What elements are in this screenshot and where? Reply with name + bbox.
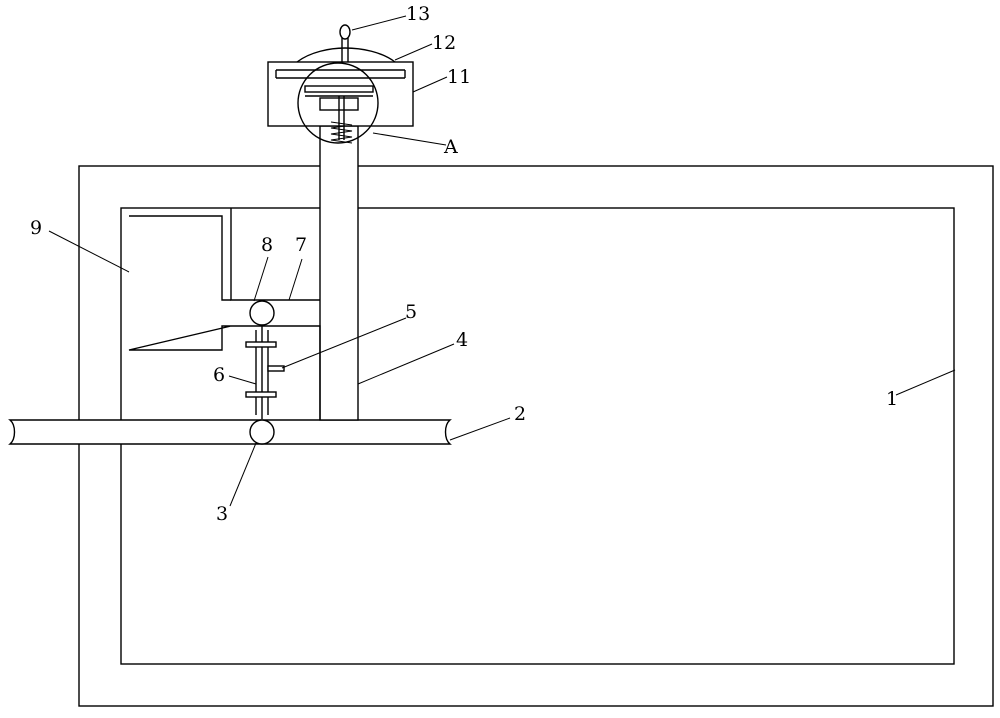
detail-a [297, 62, 379, 144]
label-a: A [443, 136, 458, 158]
callout-labels: 13 12 11 A 9 8 7 5 4 6 2 3 1 [30, 3, 898, 525]
vertical-channel [319, 125, 359, 421]
label-7: 7 [295, 234, 307, 256]
top-housing [267, 61, 414, 127]
label-8: 8 [261, 234, 273, 256]
label-4: 4 [456, 329, 468, 351]
leader-lines [48, 15, 956, 507]
label-13: 13 [406, 3, 430, 25]
label-5: 5 [405, 301, 417, 323]
label-11: 11 [447, 66, 471, 88]
label-2: 2 [514, 403, 526, 425]
lower-ball [249, 419, 275, 445]
label-12: 12 [432, 32, 456, 54]
label-3: 3 [216, 503, 228, 525]
label-9: 9 [30, 217, 42, 239]
trigger-tab [267, 365, 285, 372]
side-container [128, 215, 232, 351]
dome-lid [296, 47, 396, 63]
label-1: 1 [886, 388, 898, 410]
float-indicator [339, 24, 351, 62]
pipe [8, 419, 452, 445]
label-6: 6 [213, 364, 225, 386]
upper-ball [249, 300, 275, 326]
valve-rod [245, 325, 277, 419]
